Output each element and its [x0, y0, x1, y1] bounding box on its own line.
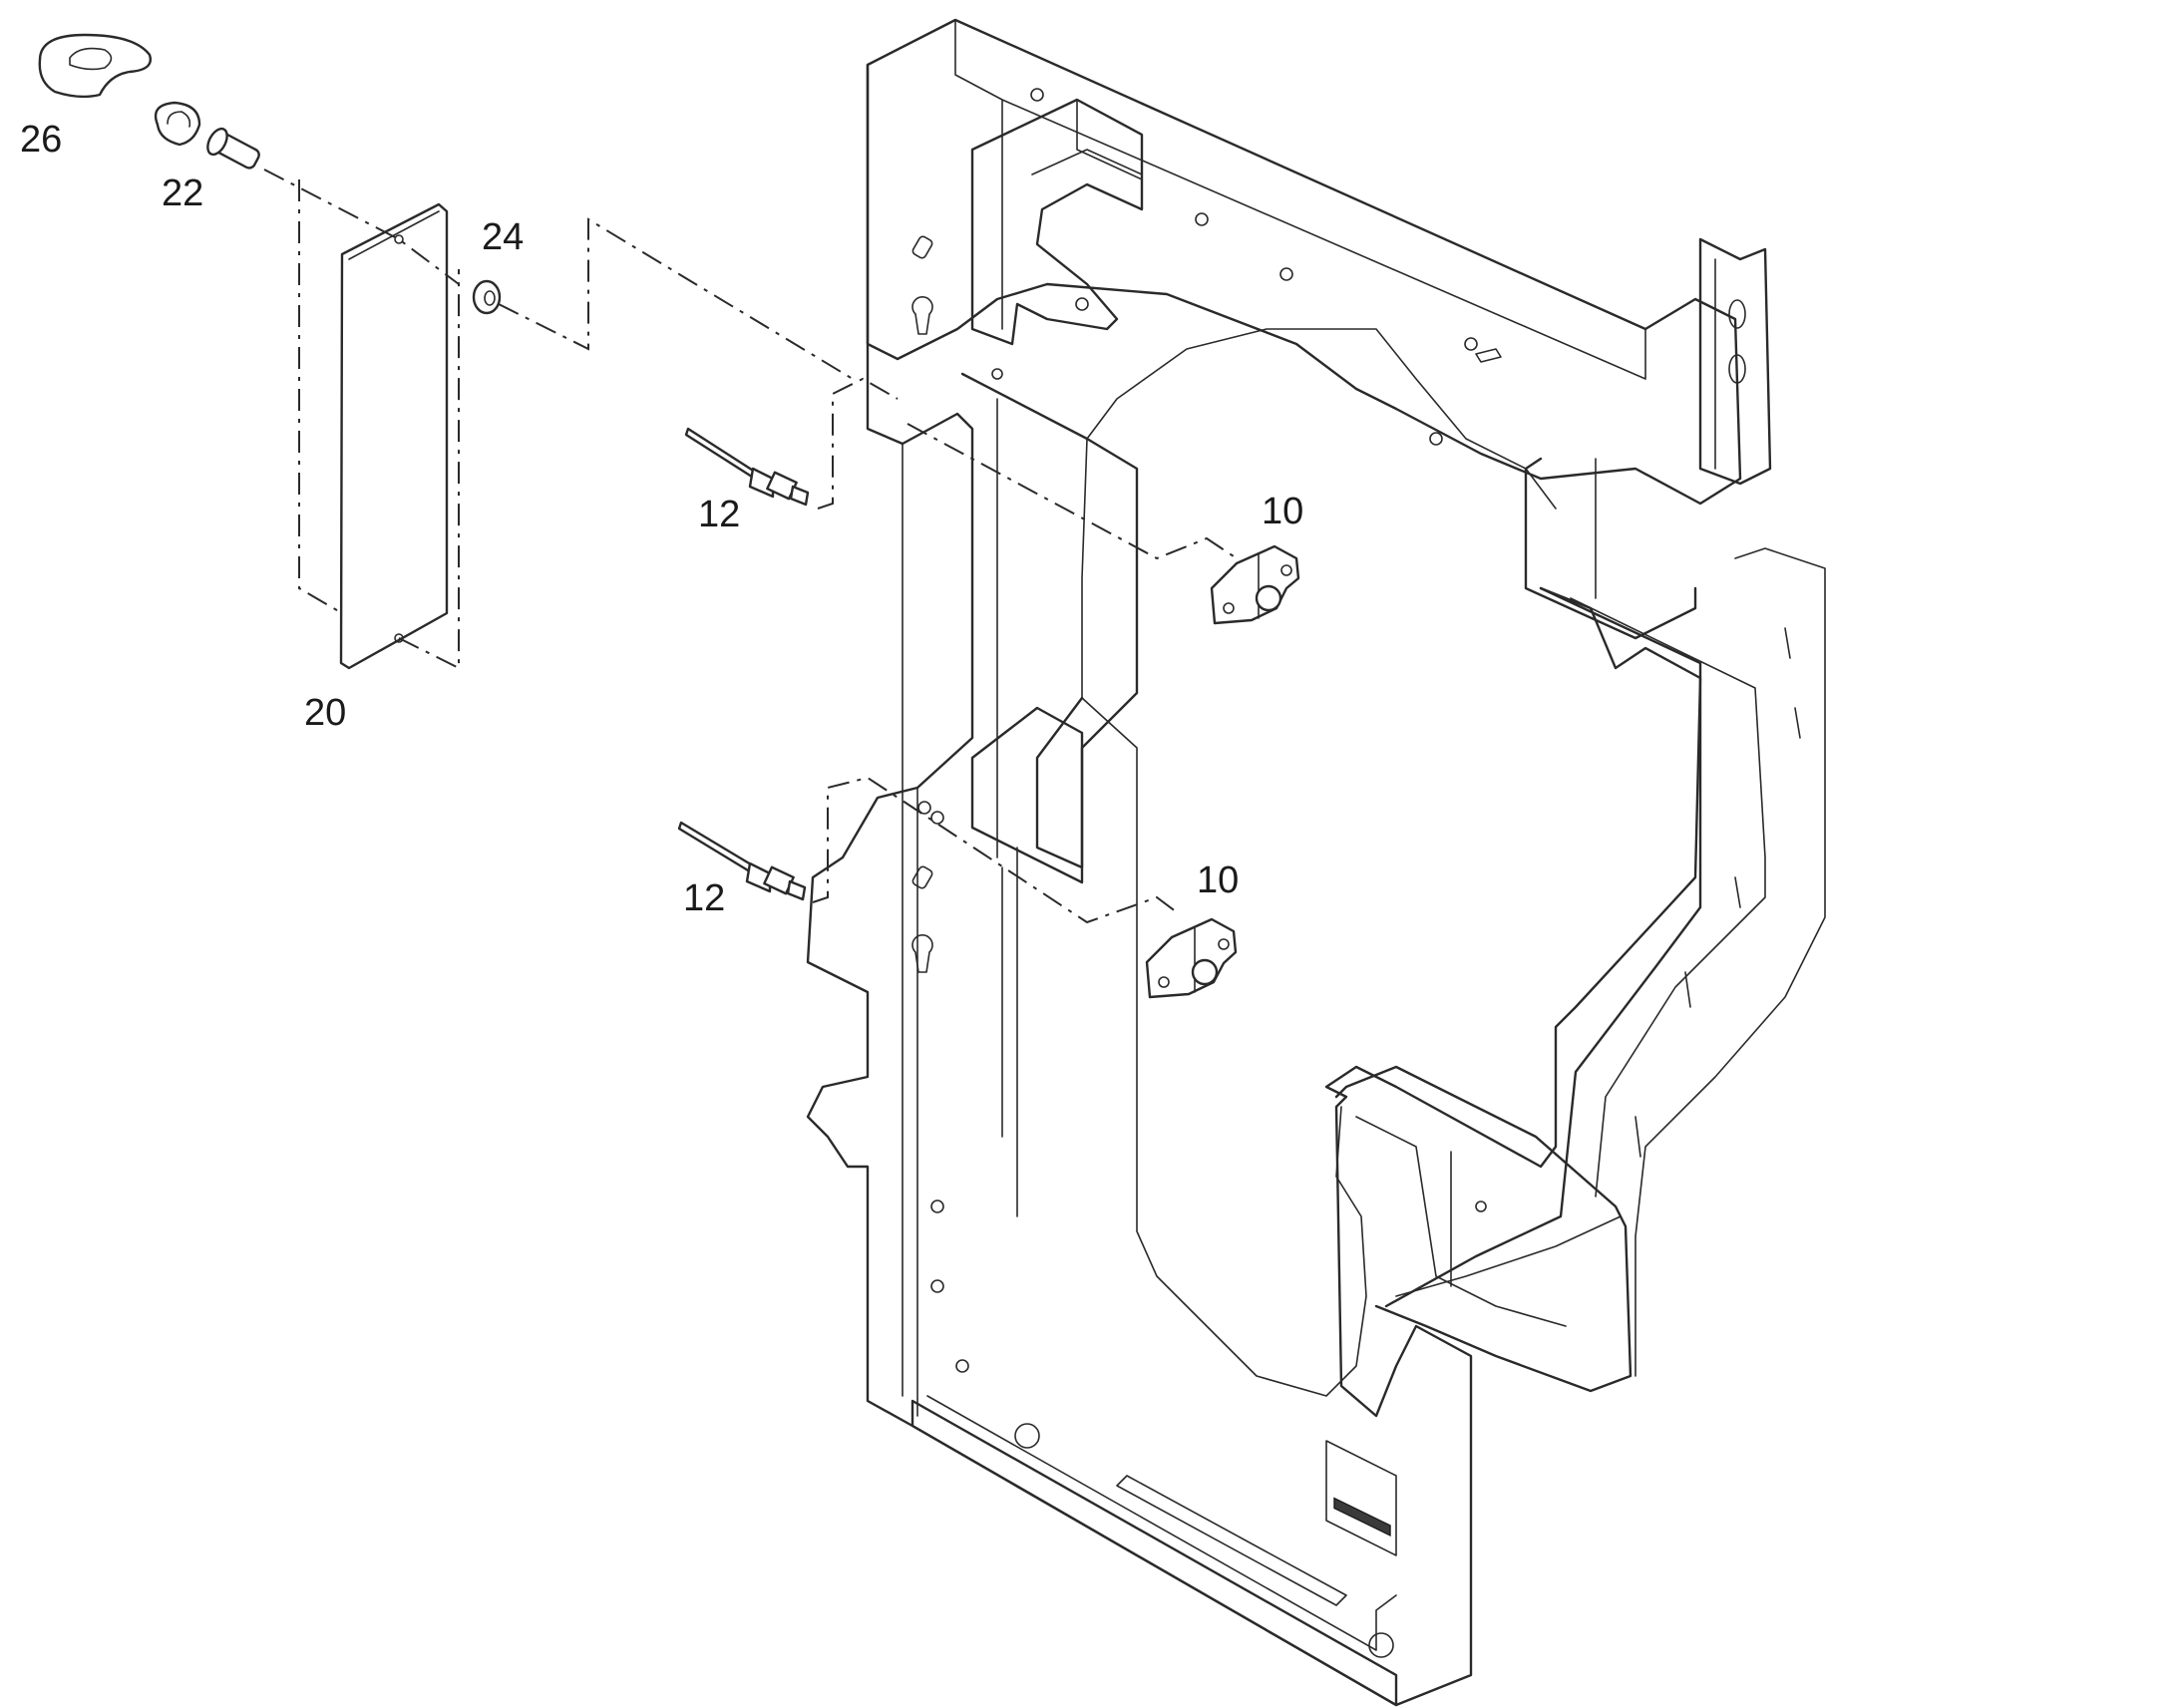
callout-12-upper: 12: [698, 494, 740, 535]
part-12-stud-lower: [677, 821, 807, 901]
callout-10-upper: 10: [1262, 491, 1303, 532]
part-24-washer: [472, 279, 502, 315]
callout-20: 20: [304, 692, 346, 734]
id-label-plate: [1325, 1440, 1397, 1556]
part-12-stud-upper: [684, 427, 810, 507]
part-10-latch-upper: [1210, 544, 1300, 625]
part-26-tether: [38, 33, 152, 99]
callout-10-lower: 10: [1197, 859, 1239, 901]
mounting-frame: [806, 18, 1826, 1707]
part-22-quick-release-pin: [154, 101, 260, 170]
part-10-latch-lower: [1145, 917, 1238, 999]
callout-labels: 26 22 24 20 12 10 12 10: [20, 119, 1303, 919]
callout-26: 26: [20, 119, 62, 161]
callout-22: 22: [162, 172, 203, 214]
callout-12-lower: 12: [683, 877, 725, 919]
assembly-lines: [263, 169, 1238, 924]
callout-24: 24: [482, 216, 524, 258]
part-20-cover-plate: [339, 202, 449, 670]
